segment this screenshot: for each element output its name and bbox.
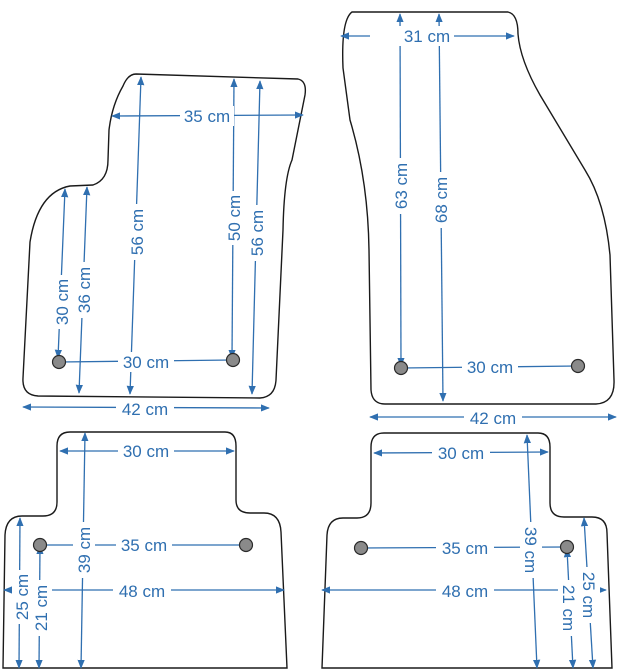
front-left-bottom-width-label: 42 cm (122, 400, 168, 419)
front-left-top-width-label: 35 cm (184, 107, 230, 126)
front-left-pin-left (51, 354, 67, 370)
rear-left-pin-right (238, 537, 254, 553)
rear-left-side-outer-label: 25 cm (13, 574, 32, 620)
front-left-inner-height-label: 56 cm (128, 209, 147, 255)
rear-right-side-outer-label: 25 cm (579, 572, 598, 618)
front-right-bottom-width-label: 42 cm (470, 409, 516, 428)
rear-left-height-label: 39 cm (75, 527, 94, 573)
front-right-mat-outline (342, 11, 615, 405)
front-right-total-height-label: 68 cm (432, 177, 451, 223)
front-right-mat: 31 cm 63 cm 68 cm 30 cm 42 cm (340, 11, 617, 428)
rear-right-top-width-label: 30 cm (438, 444, 484, 463)
front-right-pin-height-label: 63 cm (392, 163, 411, 209)
rear-left-full-width-label: 48 cm (119, 582, 165, 601)
front-left-mat: 35 cm 56 cm 50 cm 56 cm 30 cm 36 cm 30 c… (22, 73, 307, 419)
rear-right-pin-left (353, 540, 369, 556)
rear-right-full-width-label: 48 cm (442, 582, 488, 601)
front-left-pin-spacing-label: 30 cm (123, 353, 169, 372)
rear-right-height-label: 39 cm (521, 527, 540, 573)
rear-left-mat: 30 cm 39 cm 35 cm 48 cm 25 cm 21 cm (2, 431, 288, 669)
rear-left-top-width-label: 30 cm (123, 442, 169, 461)
front-right-pin-left (393, 360, 409, 376)
rear-right-pin-right (559, 539, 575, 555)
front-left-pin-height-label: 50 cm (225, 195, 244, 241)
rear-left-side-inner-label: 21 cm (32, 585, 51, 631)
front-right-pin-right (570, 358, 586, 374)
front-left-pin-right (225, 352, 241, 368)
rear-right-mat: 30 cm 39 cm 35 cm 48 cm 25 cm 21 cm (321, 432, 613, 669)
rear-right-side-inner-label: 21 cm (559, 585, 578, 631)
front-right-pin-spacing-label: 30 cm (467, 358, 513, 377)
front-left-outer-height-label: 56 cm (248, 210, 267, 256)
rear-left-pin-left (32, 537, 48, 553)
front-right-top-width-label: 31 cm (404, 27, 450, 46)
rear-left-pin-spacing-label: 35 cm (121, 536, 167, 555)
front-left-side-high-label: 36 cm (75, 267, 94, 313)
rear-right-pin-spacing-label: 35 cm (442, 539, 488, 558)
front-left-side-low-label: 30 cm (53, 279, 72, 325)
